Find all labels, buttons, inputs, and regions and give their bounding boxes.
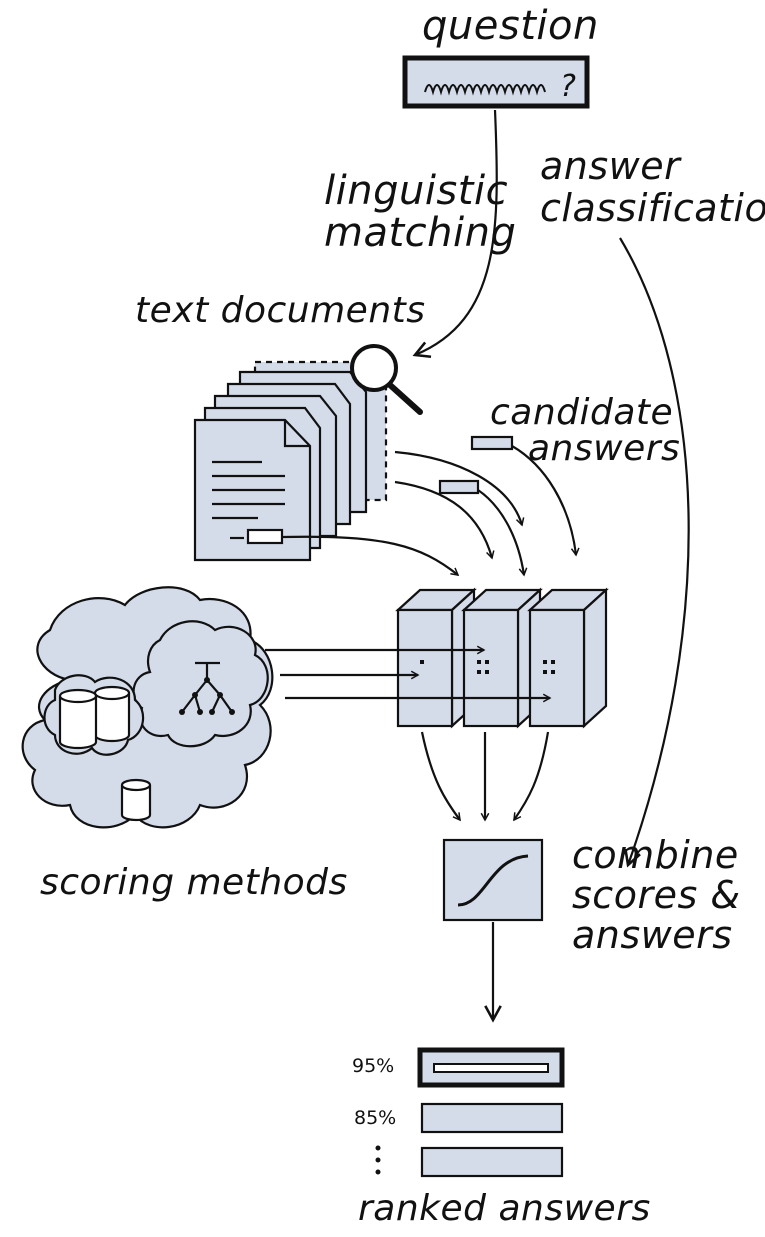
arrows-scorers-to-combiner (420, 731, 550, 820)
ranked-bar-3 (420, 1146, 564, 1178)
ranked-bar-1 (417, 1047, 565, 1088)
question-box: ? (402, 55, 590, 109)
ranked-answers-label: ranked answers (358, 1188, 651, 1229)
arrows-scoring-to-scorers (265, 650, 550, 698)
magnifier-icon (350, 344, 423, 415)
document-stack-icon (193, 360, 388, 562)
sigmoid-curve-icon (442, 838, 544, 922)
scoring-methods-label: scoring methods (40, 862, 348, 903)
arrow-linguistic-matching (415, 109, 498, 355)
combine-label: combine scores & answers (572, 835, 740, 955)
candidate-answers-label: candidate answers (490, 395, 680, 467)
ranked-percent-2: 85% (354, 1107, 397, 1129)
combine-line-3: answers (572, 913, 733, 957)
svg-text:?: ? (560, 69, 576, 104)
ellipsis-dots (375, 1145, 381, 1175)
answer-classification-line-1: answer (540, 144, 681, 188)
linguistic-matching-line-2: matching (324, 210, 517, 256)
linguistic-matching-line-1: linguistic (324, 168, 509, 214)
candidate-answer-chips (438, 435, 514, 495)
question-label: question (422, 3, 599, 49)
scorer-dots (420, 660, 555, 674)
arrows-documents-to-scorers (282, 445, 576, 575)
ranked-bar-2 (420, 1102, 564, 1134)
combine-line-2: scores & (572, 873, 741, 917)
combine-line-1: combine (572, 833, 739, 877)
server-block-icon (395, 587, 609, 729)
linguistic-matching-label: linguistic matching (324, 170, 516, 254)
candidate-answers-line-2: answers (528, 428, 681, 469)
hierarchy-tree-icon (179, 661, 235, 715)
answer-classification-label: answer classification (540, 145, 765, 229)
text-documents-label: text documents (135, 290, 426, 331)
answer-classification-line-2: classification (540, 186, 765, 230)
arrow-answer-classification (619, 237, 690, 865)
ranked-percent-1: 95% (352, 1055, 395, 1077)
database-icon (58, 685, 152, 822)
candidate-answers-line-1: candidate (490, 392, 674, 433)
